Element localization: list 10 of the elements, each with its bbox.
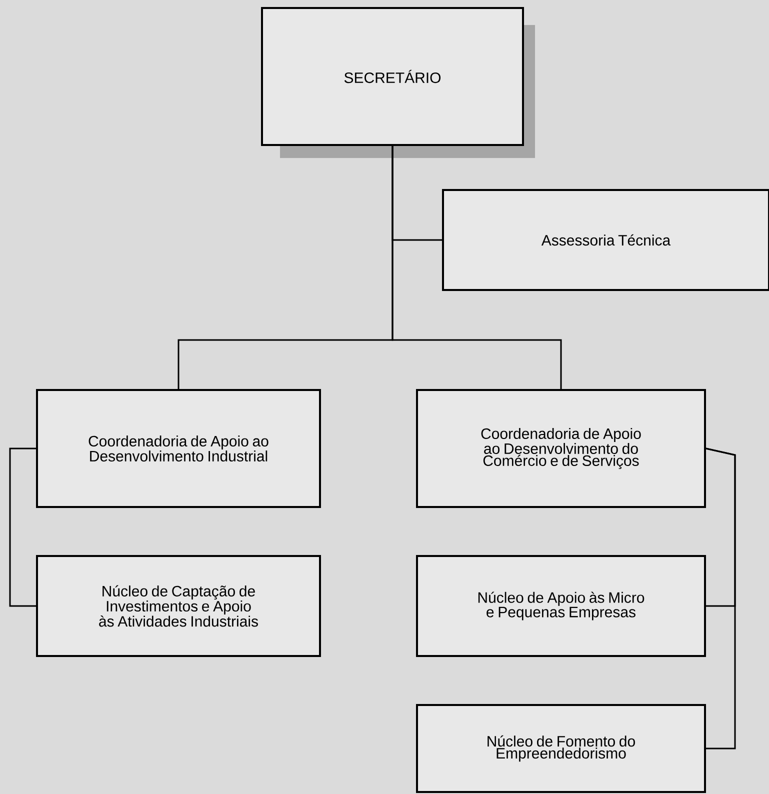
org-box: Assessoria Técnica — [442, 189, 769, 291]
org-box: Coordenadoria de Apoio ao Desenvolvimento Industrial — [36, 389, 321, 508]
org-box: SECRETÁRIO — [261, 7, 524, 146]
org-box: Núcleo de Fomento do Empreendedorismo — [416, 704, 706, 793]
org-box: Coordenadoria de Apoio ao Desenvolvimento do Comércio e de Serviços — [416, 389, 706, 508]
connector-line — [9, 448, 36, 607]
org-box: Núcleo de Apoio às Micro e Pequenas Empresas — [416, 555, 706, 657]
org-box: Núcleo de Captação de Investimentos e Apoio às Atividades Industriais — [36, 555, 321, 657]
connector-line — [706, 448, 736, 750]
connector-line — [392, 146, 562, 389]
